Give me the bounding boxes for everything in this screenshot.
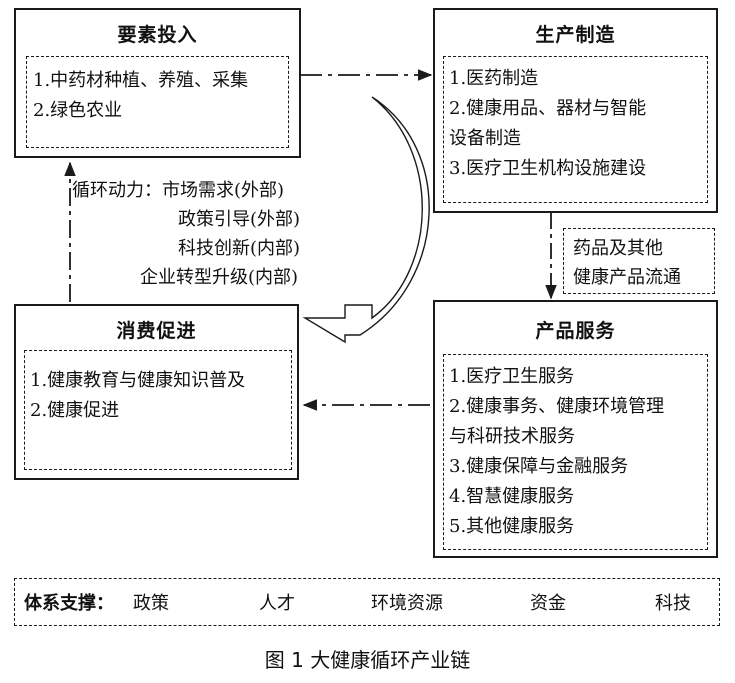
box-content-frame <box>443 56 708 203</box>
list-item: 3.健康保障与金融服务 <box>449 456 629 477</box>
list-item: 1.中药材种植、养殖、采集 <box>33 70 249 91</box>
box-content-frame <box>443 354 708 550</box>
list-item: 与科研技术服务 <box>449 426 575 447</box>
list-item: 2.健康促进 <box>30 400 120 421</box>
flow-label-line: 药品及其他 <box>573 238 663 259</box>
cycle-driver-line: 循环动力：市场需求(外部) <box>72 180 285 201</box>
list-item: 1.健康教育与健康知识普及 <box>30 370 246 391</box>
list-item: 3.医疗卫生机构设施建设 <box>449 158 647 179</box>
box-title: 产品服务 <box>535 320 616 342</box>
list-item: 2.健康用品、器材与智能 <box>449 98 647 119</box>
support-item: 资金 <box>530 593 566 614</box>
box-title: 生产制造 <box>535 24 616 46</box>
flow-label-line: 健康产品流通 <box>573 267 681 288</box>
support-label: 体系支撑： <box>24 593 114 614</box>
box-title: 消费促进 <box>116 320 197 342</box>
box-production: 生产制造 1.医药制造 2.健康用品、器材与智能 设备制造 3.医疗卫生机构设施… <box>433 8 718 213</box>
list-item: 2.绿色农业 <box>33 100 123 121</box>
list-item: 1.医疗卫生服务 <box>449 366 575 387</box>
support-item: 科技 <box>655 593 691 614</box>
list-item: 4.智慧健康服务 <box>449 486 575 507</box>
list-item: 2.健康事务、健康环境管理 <box>449 396 665 417</box>
box-title: 要素投入 <box>117 24 198 46</box>
cycle-driver-line: 科技创新(内部) <box>178 238 301 259</box>
box-service: 产品服务 1.医疗卫生服务 2.健康事务、健康环境管理 与科研技术服务 3.健康… <box>433 300 718 558</box>
list-item: 设备制造 <box>449 128 521 149</box>
box-content-frame <box>24 350 292 470</box>
cycle-curved-arrow <box>302 96 430 344</box>
box-factor-input: 要素投入 1.中药材种植、养殖、采集 2.绿色农业 <box>14 8 301 158</box>
support-item: 环境资源 <box>371 593 443 614</box>
cycle-driver-line: 政策引导(外部) <box>178 209 301 230</box>
figure-caption: 图 1 大健康循环产业链 <box>264 648 471 672</box>
cycle-driver-line: 企业转型升级(内部) <box>140 267 299 288</box>
flow-label-frame <box>563 228 715 294</box>
support-frame <box>14 578 720 626</box>
list-item: 5.其他健康服务 <box>449 516 575 537</box>
list-item: 1.医药制造 <box>449 68 539 89</box>
support-item: 人才 <box>259 593 295 614</box>
box-content-frame <box>26 56 289 148</box>
box-consumption: 消费促进 1.健康教育与健康知识普及 2.健康促进 <box>14 304 299 480</box>
support-item: 政策 <box>133 593 169 614</box>
